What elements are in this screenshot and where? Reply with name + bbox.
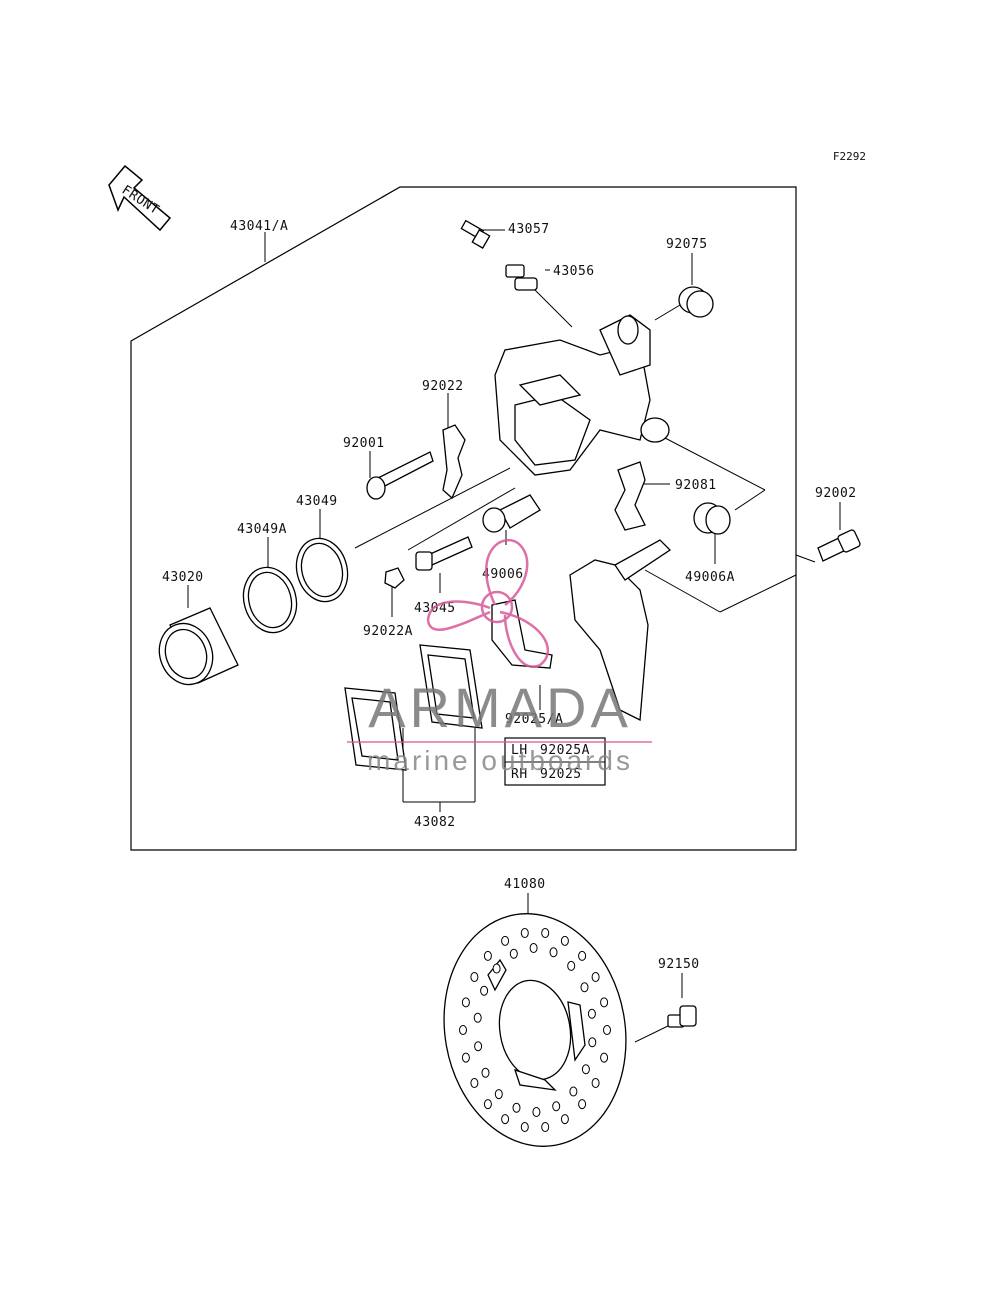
front-arrow: FRONT: [108, 164, 172, 232]
side-table-lh-side: LH: [511, 743, 528, 758]
disc-hole: [578, 1099, 587, 1110]
side-table-lh-part: 92025A: [540, 743, 590, 758]
disc-hole: [483, 1099, 492, 1110]
label-92022a: 92022A: [363, 624, 413, 639]
side-table-rh-side: RH: [511, 767, 528, 782]
disc-hole: [587, 1008, 596, 1019]
disc-hole: [520, 928, 529, 938]
disc-hole: [461, 997, 470, 1008]
disc-hole: [494, 1089, 503, 1100]
disc-hole: [600, 1052, 609, 1063]
disc-hole: [474, 1041, 483, 1052]
clip-92022a-icon: [384, 567, 405, 589]
brake-pads-43082-icon: [344, 644, 483, 771]
label-92001: 92001: [343, 436, 385, 451]
disc-hole: [483, 950, 492, 961]
assembly-outline: [130, 186, 797, 851]
bolt-92150-icon: [667, 1005, 697, 1028]
caliper-body-icon: [494, 314, 670, 476]
plate-92025-icon: [491, 599, 553, 669]
disc-hole: [470, 1078, 479, 1088]
disc-hole: [473, 1012, 482, 1023]
disc-hole: [541, 928, 550, 938]
bracket-pin-icon: [614, 539, 672, 581]
bleeder-cap-icon: [505, 264, 538, 291]
disc-hole: [560, 935, 569, 946]
disc-hole: [501, 935, 510, 946]
label-43049: 43049: [296, 494, 338, 509]
label-92002: 92002: [815, 486, 857, 501]
spring-92081-icon: [614, 461, 646, 531]
disc-hole: [588, 1037, 597, 1048]
propeller-logo-icon: [426, 539, 550, 668]
disc-hole: [459, 1025, 467, 1035]
disc-hole: [461, 1052, 470, 1063]
disc-hole: [591, 1078, 600, 1088]
disc-hole: [603, 1025, 611, 1035]
label-49006a: 49006A: [685, 570, 735, 585]
disc-hole: [580, 982, 589, 993]
label-92022: 92022: [422, 379, 464, 394]
watermark-tagline: marine outboards: [367, 745, 633, 776]
disc-hole: [591, 972, 600, 982]
pin-43045-icon: [415, 536, 473, 571]
disc-hole: [541, 1122, 550, 1132]
label-92150: 92150: [658, 957, 700, 972]
label-92075: 92075: [666, 237, 708, 252]
disc-hole: [470, 972, 479, 982]
disc-hole: [549, 947, 558, 958]
label-92081: 92081: [675, 478, 717, 493]
disc-hole: [578, 950, 587, 961]
disc-hole: [529, 943, 538, 953]
side-table-rh-part: 92025: [540, 767, 582, 782]
bracket-icon: [569, 559, 649, 722]
seal-43049a-icon: [242, 566, 298, 634]
disc-hole: [501, 1114, 510, 1125]
leader-lines: [187, 229, 841, 1043]
label-43020: 43020: [162, 570, 204, 585]
disc-hole: [480, 985, 489, 996]
seal-43049-icon: [295, 537, 349, 603]
pin-92001-icon: [366, 451, 434, 500]
brake-disc-41080-icon: [443, 913, 627, 1147]
sleeve-49006a-icon: [693, 502, 731, 535]
watermark-brand: ARMADA: [368, 676, 632, 739]
disc-hole: [532, 1107, 541, 1117]
sleeve-49006-icon: [482, 494, 541, 533]
figure-code: F2292: [832, 150, 866, 163]
disc-hole: [509, 948, 518, 959]
label-49006: 49006: [482, 567, 524, 582]
disc-hole: [569, 1086, 578, 1097]
label-43057: 43057: [508, 222, 550, 237]
clip-92022-icon: [442, 424, 466, 500]
disc-hole: [481, 1067, 490, 1078]
part-drawings: [158, 219, 861, 1147]
disc-hole: [552, 1101, 561, 1112]
disc-hole: [600, 997, 609, 1008]
label-43056: 43056: [553, 264, 595, 279]
disc-hole: [492, 963, 501, 974]
disc-holes: [459, 928, 611, 1132]
label-43082: 43082: [414, 815, 456, 830]
label-41080: 41080: [504, 877, 546, 892]
disc-hole: [560, 1114, 569, 1125]
watermark: ARMADA marine outboards: [347, 539, 652, 776]
disc-hole: [520, 1122, 529, 1132]
label-43041-a: 43041/A: [230, 219, 288, 234]
label-43049a: 43049A: [237, 522, 287, 537]
label-92025-a: 92025/A: [505, 712, 563, 727]
bolt-92002-icon: [817, 529, 861, 562]
boot-92075-icon: [678, 286, 714, 318]
disc-hole: [581, 1064, 590, 1075]
disc-hole: [512, 1102, 521, 1113]
piston-43020-icon: [158, 607, 239, 686]
bleeder-valve-icon: [460, 219, 491, 249]
disc-hole: [567, 960, 576, 971]
